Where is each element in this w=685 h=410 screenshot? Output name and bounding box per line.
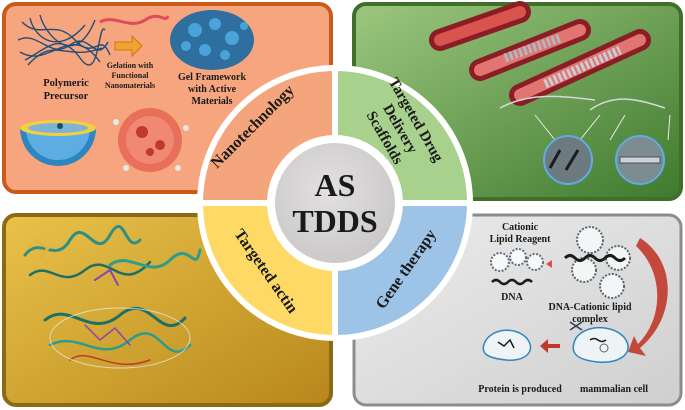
ring-segment-nanotechnology	[196, 64, 338, 206]
ring-segment-scaffolds	[332, 64, 474, 206]
dna-label: DNA	[501, 292, 523, 303]
dna-strand-illustration	[491, 278, 533, 286]
curved-arrow-icon	[628, 238, 668, 356]
lipid-reagent-illustration	[490, 248, 544, 272]
gelation-illustration	[99, 14, 170, 58]
protein-cell-illustration	[482, 329, 532, 361]
mix-plus-icon	[546, 260, 552, 268]
framework-label-3: Materials	[191, 96, 232, 107]
scissors-icon	[569, 321, 583, 331]
protein-label: Protein is produced	[478, 384, 562, 395]
liposome-illustration	[20, 120, 96, 166]
gelation-label-1: Gelation with	[107, 61, 154, 70]
lipid-reagent-label-1: Cationic	[502, 222, 539, 233]
polymer-label-1: Polymeric	[43, 78, 89, 89]
gel-framework-illustration	[170, 10, 254, 70]
lipid-reagent-label-2: Lipid Reagent	[490, 234, 552, 245]
center-title-line2: TDDS	[292, 203, 377, 239]
polymer-fiber-illustration	[17, 14, 111, 66]
lipid-complex-illustration	[563, 226, 631, 299]
cell-label: mammalian cell	[580, 384, 648, 395]
stent-vessels-illustration	[429, 1, 666, 111]
mammalian-cell-illustration	[572, 326, 629, 363]
center-hub	[271, 139, 399, 267]
ring-segment-gene-therapy	[332, 200, 474, 342]
ring-segment-targeted	[196, 200, 338, 342]
center-title-line1: AS	[315, 167, 356, 203]
complex-label-1: DNA-Cationic lipid	[548, 302, 632, 313]
gelation-label-3: Nanomaterials	[105, 81, 155, 90]
framework-label-2: with Active	[188, 84, 237, 95]
complex-label-2: complex	[572, 314, 608, 325]
protein-structure-illustration	[23, 225, 202, 369]
gelation-label-2: Functional	[112, 71, 150, 80]
framework-label-1: Gel Framework	[178, 72, 246, 83]
left-arrow-icon	[540, 339, 560, 353]
stent-zoom-illustration	[534, 114, 671, 185]
polymer-label-2: Precursor	[44, 91, 89, 102]
nanogel-illustration	[113, 108, 189, 172]
